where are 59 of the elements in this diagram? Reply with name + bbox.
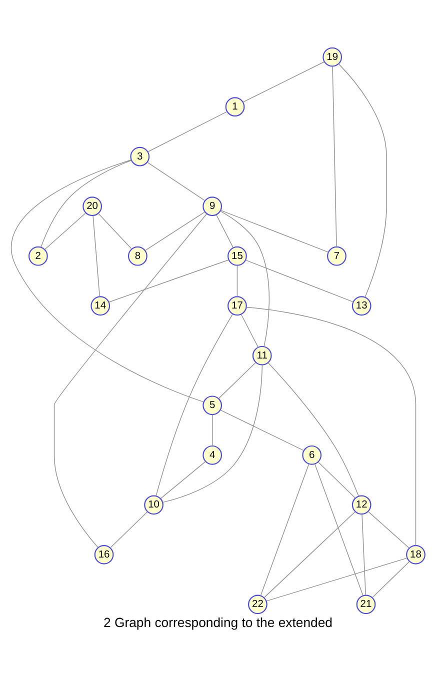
node-circle: 14 xyxy=(90,296,110,316)
connector xyxy=(268,362,359,497)
connector xyxy=(220,210,270,347)
node-circle: 3 xyxy=(130,146,150,166)
node-circle: 19 xyxy=(322,47,342,67)
connector xyxy=(54,214,208,548)
node-circle: 5 xyxy=(202,396,222,416)
connector xyxy=(264,511,356,598)
connector xyxy=(218,362,256,399)
connector xyxy=(212,414,213,446)
connector xyxy=(318,462,356,498)
node-circle: 8 xyxy=(128,246,148,266)
connector xyxy=(156,314,234,496)
connector xyxy=(147,162,206,202)
connector xyxy=(260,463,310,596)
connector xyxy=(110,511,148,548)
connector xyxy=(92,215,100,297)
node-circle: 4 xyxy=(202,445,222,465)
node-circle: 13 xyxy=(352,296,372,316)
caption: 2 Graph corresponding to the extended xyxy=(104,615,332,630)
connector xyxy=(368,511,410,548)
node-circle: 7 xyxy=(327,246,346,266)
node-circle: 6 xyxy=(302,445,322,465)
connector xyxy=(362,514,366,596)
node-circle: 11 xyxy=(252,346,272,366)
node-circle: 2 xyxy=(28,246,48,266)
connector xyxy=(220,210,329,253)
connector xyxy=(220,410,304,451)
connector xyxy=(236,265,238,297)
connector xyxy=(44,212,86,250)
connector xyxy=(216,214,234,248)
node-circle: 18 xyxy=(406,544,426,564)
connector xyxy=(40,160,132,248)
node-circle: 15 xyxy=(228,246,247,266)
connector xyxy=(372,561,410,598)
connector xyxy=(162,364,263,503)
node-circle: 20 xyxy=(82,196,102,216)
node-circle: 22 xyxy=(248,594,268,614)
node-circle: 16 xyxy=(94,544,114,564)
connector xyxy=(246,306,416,546)
connector xyxy=(242,61,325,102)
connector xyxy=(98,213,132,250)
node-circle: 12 xyxy=(352,495,372,515)
node-circle: 21 xyxy=(356,594,376,614)
connector xyxy=(160,461,206,499)
connector xyxy=(338,63,387,298)
connector xyxy=(240,314,259,348)
connector xyxy=(108,260,230,302)
connector xyxy=(245,260,354,302)
node-circle: 9 xyxy=(202,196,222,216)
connector xyxy=(144,212,206,251)
node-circle: 17 xyxy=(228,296,247,316)
node-circle: 1 xyxy=(225,97,245,117)
connector xyxy=(266,558,408,602)
connector xyxy=(332,66,337,248)
connector xyxy=(148,111,228,152)
node-circle: 10 xyxy=(144,495,164,515)
connector xyxy=(314,463,364,596)
connector xyxy=(11,160,204,402)
